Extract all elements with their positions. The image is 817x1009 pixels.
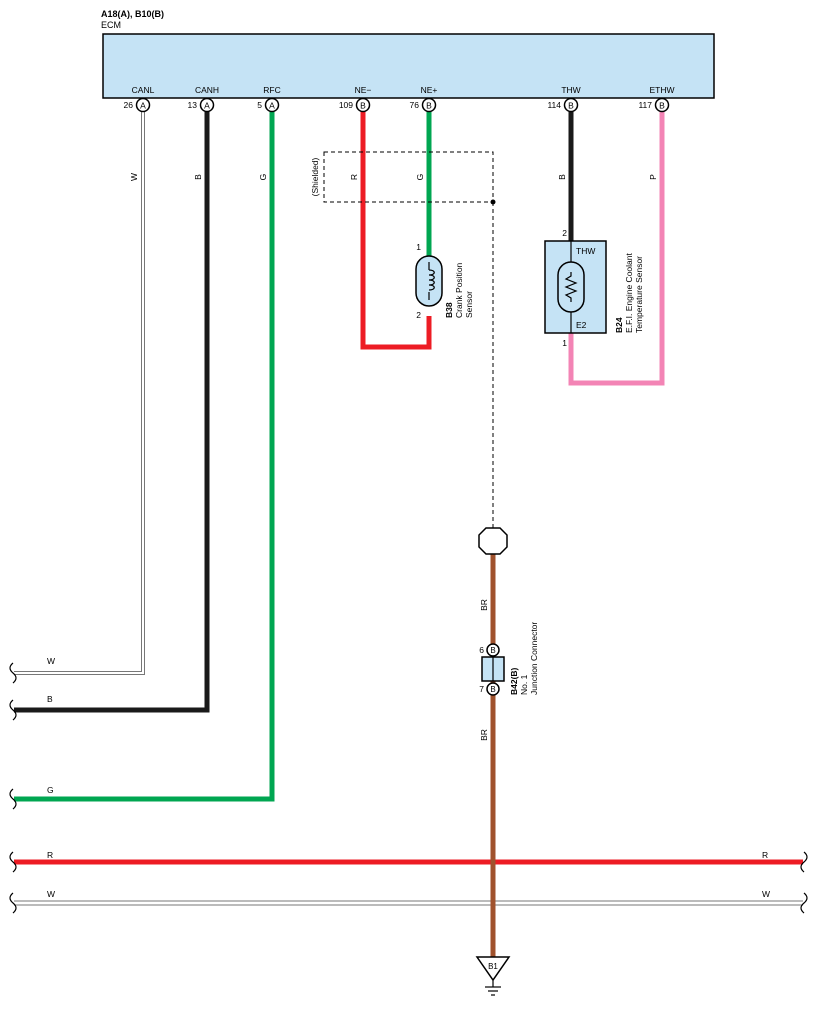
wire-ne-minus	[360, 112, 432, 350]
wire-canl	[14, 112, 145, 675]
pin-thw-num: 114	[547, 100, 561, 110]
break-marks	[9, 662, 808, 914]
bus-red-left-code: R	[47, 850, 53, 860]
wire-rfc-left-code: G	[47, 785, 54, 795]
ground-ref: B1	[488, 962, 498, 971]
svg-text:A: A	[269, 101, 275, 111]
connector-rfc: A	[264, 97, 280, 113]
crank-sensor-body	[415, 255, 443, 307]
junction-connector: B B 6 7 B42(B) No. 1 Junction Connector	[479, 622, 539, 696]
pin-canh-num: 13	[188, 100, 198, 110]
svg-text:A: A	[140, 101, 146, 111]
shield-ground-octagon	[478, 527, 508, 555]
wire-thw-code: B	[557, 174, 567, 180]
svg-text:B: B	[568, 101, 574, 111]
crank-pin-top: 1	[416, 242, 421, 252]
svg-text:B: B	[426, 101, 432, 111]
connector-thw: B	[563, 97, 579, 113]
ground-point: B1	[475, 956, 511, 996]
crank-position-sensor: 1 2 B38 Crank Position Sensor	[415, 242, 474, 320]
svg-text:A: A	[204, 101, 210, 111]
pin-ethw-signal: ETHW	[649, 85, 674, 95]
coolant-sensor-name-1: E.F.I. Engine Coolant	[624, 253, 634, 333]
shield-box	[323, 151, 494, 203]
coolant-sensor-ref: B24	[614, 317, 624, 333]
svg-text:B: B	[659, 101, 665, 111]
junction-name-1: No. 1	[519, 674, 529, 695]
pin-rfc-num: 5	[257, 100, 262, 110]
wire-rfc	[14, 112, 275, 802]
connector-canl: A	[135, 97, 151, 113]
pin-canh-signal: CANH	[195, 85, 219, 95]
connector-ethw: B	[654, 97, 670, 113]
connector-ne-plus: B	[421, 97, 437, 113]
pin-rfc-signal: RFC	[263, 85, 280, 95]
thermistor-outline	[557, 261, 585, 313]
shield-junction-dot	[490, 199, 496, 205]
ecm-connectors: A A A B B B B	[135, 97, 670, 113]
junction-top-connector	[486, 643, 500, 657]
ecm-name: ECM	[101, 20, 121, 30]
pin-ne-minus-signal: NE−	[355, 85, 372, 95]
crank-sensor-ref: B38	[444, 302, 454, 318]
shield-label: (Shielded)	[310, 157, 320, 196]
ecm-ref: A18(A), B10(B)	[101, 9, 164, 19]
pin-ne-plus-num: 76	[410, 100, 420, 110]
wire-ground-code: BR	[479, 599, 489, 611]
ecm-box	[102, 33, 715, 99]
wire-canh-code: B	[193, 174, 203, 180]
wire-rfc-code: G	[258, 174, 268, 181]
wire-ethw-code: P	[648, 174, 658, 180]
coil-icon	[428, 262, 435, 300]
pin-ne-plus-signal: NE+	[421, 85, 438, 95]
junction-pin-top: 6	[479, 645, 484, 655]
coolant-terminal-top: THW	[576, 246, 595, 256]
pin-thw-signal: THW	[561, 85, 580, 95]
junction-bottom-connector	[486, 682, 500, 696]
bus-white-left-code: W	[47, 889, 55, 899]
wire-canl-left-code: W	[47, 656, 55, 666]
coolant-terminal-bottom: E2	[576, 320, 587, 330]
pin-canl-num: 26	[124, 100, 134, 110]
pin-ne-minus-num: 109	[339, 100, 353, 110]
wire-ethw	[568, 112, 665, 386]
wire-canl-code: W	[129, 173, 139, 181]
wire-canh	[14, 112, 210, 713]
coolant-temperature-sensor: THW E2 2 1 B24 E.F.I. Engine Coolant Tem…	[544, 228, 644, 348]
crank-sensor-name-2: Sensor	[464, 291, 474, 318]
coolant-pin-top: 2	[562, 228, 567, 238]
coolant-sensor-name-2: Temperature Sensor	[634, 256, 644, 333]
connector-canh: A	[199, 97, 215, 113]
ground-triangle	[475, 956, 511, 982]
svg-text:B: B	[490, 646, 495, 655]
svg-text:B: B	[490, 685, 495, 694]
pin-canl-signal: CANL	[132, 85, 155, 95]
junction-pin-bottom: 7	[479, 684, 484, 694]
pin-ethw-num: 117	[638, 100, 652, 110]
svg-text:B: B	[360, 101, 366, 111]
resistor-icon	[564, 272, 578, 302]
wire-ne-minus-code: R	[349, 174, 359, 180]
junction-name-2: Junction Connector	[529, 622, 539, 695]
crank-pin-bottom: 2	[416, 310, 421, 320]
coolant-pin-bottom: 1	[562, 338, 567, 348]
crank-sensor-name-1: Crank Position	[454, 262, 464, 318]
connector-ne-minus: B	[355, 97, 371, 113]
bus-red-right-code: R	[762, 850, 768, 860]
wire-canh-left-code: B	[47, 694, 53, 704]
wire-ground-lower-code: BR	[479, 729, 489, 741]
junction-ref: B42(B)	[509, 667, 519, 695]
bus-white-right-code: W	[762, 889, 770, 899]
wire-ne-plus-code: G	[415, 174, 425, 181]
